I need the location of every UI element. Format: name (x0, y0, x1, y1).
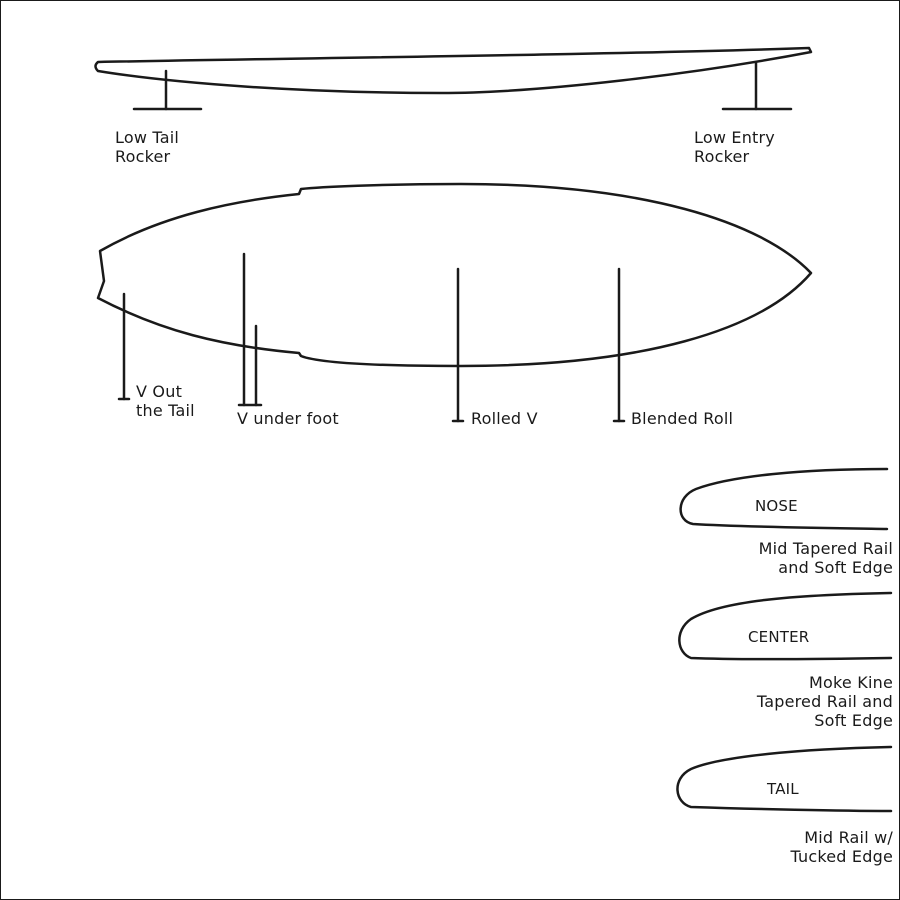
rail-nose-tag: NOSE (755, 497, 798, 515)
rail-nose-description: Mid Tapered Rail and Soft Edge (758, 539, 893, 577)
low-tail-rocker-label: Low Tail Rocker (115, 128, 180, 166)
board-plan-outline (96, 182, 813, 368)
rail-tail-tag: TAIL (767, 780, 799, 798)
rail-center-description: Moke Kine Tapered Rail and Soft Edge (756, 673, 893, 730)
rail-tail-section (676, 745, 893, 813)
rail-tail-description: Mid Rail w/ Tucked Edge (790, 828, 893, 866)
v-under-foot-label: V under foot (237, 409, 339, 428)
v-out-tail-label: V Out the Tail (136, 382, 195, 420)
low-entry-rocker-label: Low Entry Rocker (694, 128, 775, 166)
rail-nose-section (679, 467, 889, 531)
rail-center-tag: CENTER (748, 628, 810, 646)
blended-roll-label: Blended Roll (631, 409, 734, 428)
rail-center-section (678, 591, 893, 661)
rolled-v-label: Rolled V (471, 409, 538, 428)
board-side-profile (94, 46, 813, 95)
